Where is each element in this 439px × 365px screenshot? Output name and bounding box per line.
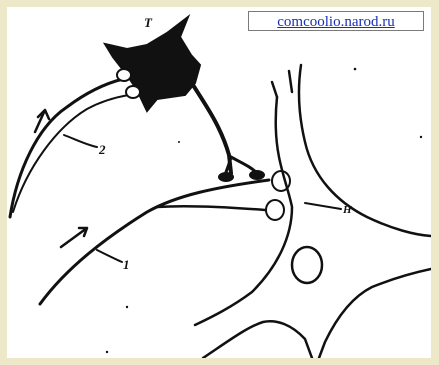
ink-speck <box>354 68 357 71</box>
ink-speck <box>126 306 128 308</box>
watermark-link[interactable]: comcoolio.narod.ru <box>248 11 424 31</box>
fiber-1-branch <box>157 206 265 210</box>
axon-terminal-right <box>249 170 265 180</box>
ink-speck <box>106 351 108 353</box>
fiber-1-path <box>40 180 269 304</box>
fiber-1-arrow <box>61 228 87 247</box>
label-top-neuron: T <box>144 15 153 30</box>
fiber-2-label-leader <box>64 135 97 147</box>
top-neuron-axon <box>193 85 231 173</box>
ink-speck <box>178 141 180 143</box>
fiber-1-terminal-bottom <box>266 200 284 220</box>
cell-body-outline-lower-left <box>203 321 312 358</box>
neuron-synapse-diagram: T 2 1 H <box>7 7 431 358</box>
label-fiber-1: 1 <box>123 257 130 272</box>
cell-nucleus <box>292 247 322 283</box>
ink-speck <box>420 136 422 138</box>
diagram-canvas: T 2 1 H <box>7 7 431 358</box>
axon-terminal-left <box>218 172 234 182</box>
axon-branch-right <box>231 157 257 173</box>
fiber-1-label-leader <box>97 250 122 262</box>
label-fiber-2: 2 <box>98 142 106 157</box>
fiber-2-terminal-top <box>117 69 131 81</box>
fiber-2-arrow <box>35 110 49 132</box>
cell-body-outline-bottom <box>319 269 431 358</box>
label-cell-body: H <box>342 204 352 216</box>
cell-body-label-leader <box>305 203 341 209</box>
fiber-2-terminal-bottom <box>126 86 140 98</box>
